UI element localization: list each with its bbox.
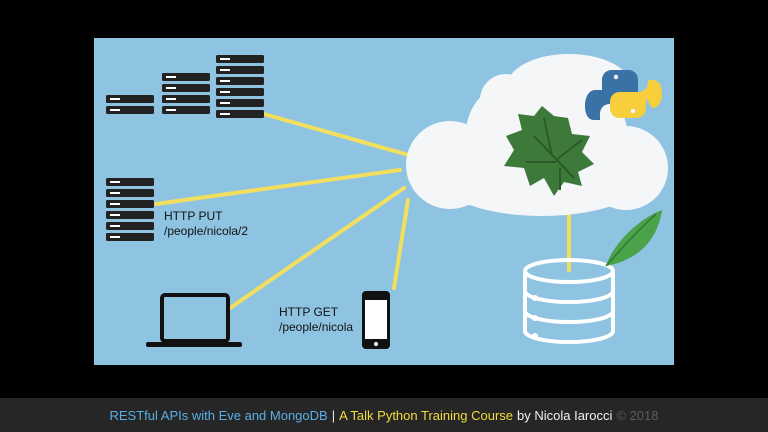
caption-title: RESTful APIs with Eve and MongoDB [109,407,328,423]
caption-copyright: © 2018 [616,407,659,423]
http-put-method: HTTP PUT [164,209,223,223]
server-rack-icon [106,178,154,241]
architecture-diagram [106,54,668,349]
eve-leaf-logo [504,106,594,196]
database-icon [523,258,615,344]
python-logo [585,70,662,120]
connector-laptop [228,186,406,310]
caption-course: A Talk Python Training Course [339,407,514,423]
laptop-icon [146,293,242,347]
http-get-method: HTTP GET [279,305,339,319]
caption-separator: | [331,407,336,423]
http-put-label: HTTP PUT /people/nicola/2 [164,209,248,239]
connector-phone [392,198,410,290]
server-rack-icon [106,55,264,118]
connector-servers-top [262,112,414,158]
diagram-slide: HTTP PUT /people/nicola/2 HTTP GET /peop… [94,38,674,365]
caption-bar: RESTful APIs with Eve and MongoDB | A Ta… [0,398,768,432]
http-put-path: /people/nicola/2 [164,224,249,238]
mongodb-leaf-logo [605,210,662,267]
http-get-path: /people/nicola [279,320,354,334]
http-get-label: HTTP GET /people/nicola [279,305,353,335]
caption-author: by Nicola Iarocci [517,407,613,423]
connector-server-mid [154,168,402,206]
smartphone-icon [362,291,390,349]
